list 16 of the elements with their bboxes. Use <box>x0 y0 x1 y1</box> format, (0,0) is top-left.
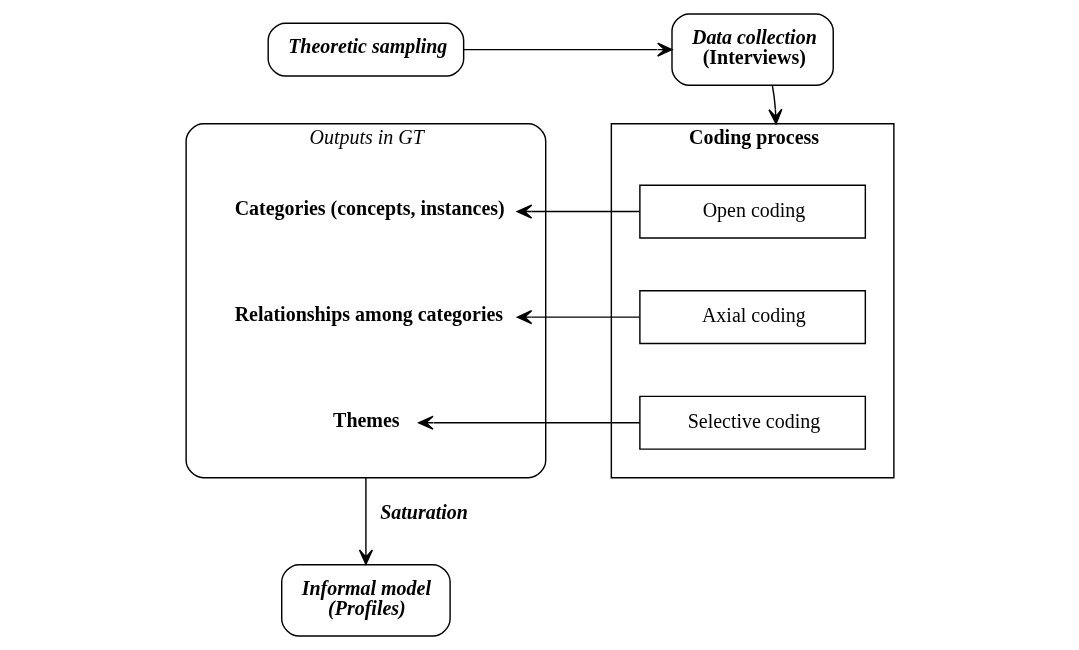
arrow <box>358 476 373 566</box>
node-box: Open coding <box>638 184 866 239</box>
edge-label: Saturation <box>379 500 468 523</box>
node-text: Categories (concepts, instances) <box>234 197 505 220</box>
node-box: Theoretic sampling <box>266 22 464 77</box>
node-box: Selective coding <box>638 395 866 450</box>
arrow <box>462 42 673 57</box>
node-text: Themes <box>332 408 400 431</box>
node-box: Informal model (Profiles) <box>280 564 451 637</box>
arrow <box>516 204 640 219</box>
arrow <box>767 84 783 125</box>
node-text: Relationships among categories <box>234 303 503 325</box>
arrow <box>516 310 640 325</box>
arrow <box>417 415 641 430</box>
node-box: Axial coding <box>638 290 866 345</box>
node-box: Data collection (Interviews) <box>670 13 834 86</box>
